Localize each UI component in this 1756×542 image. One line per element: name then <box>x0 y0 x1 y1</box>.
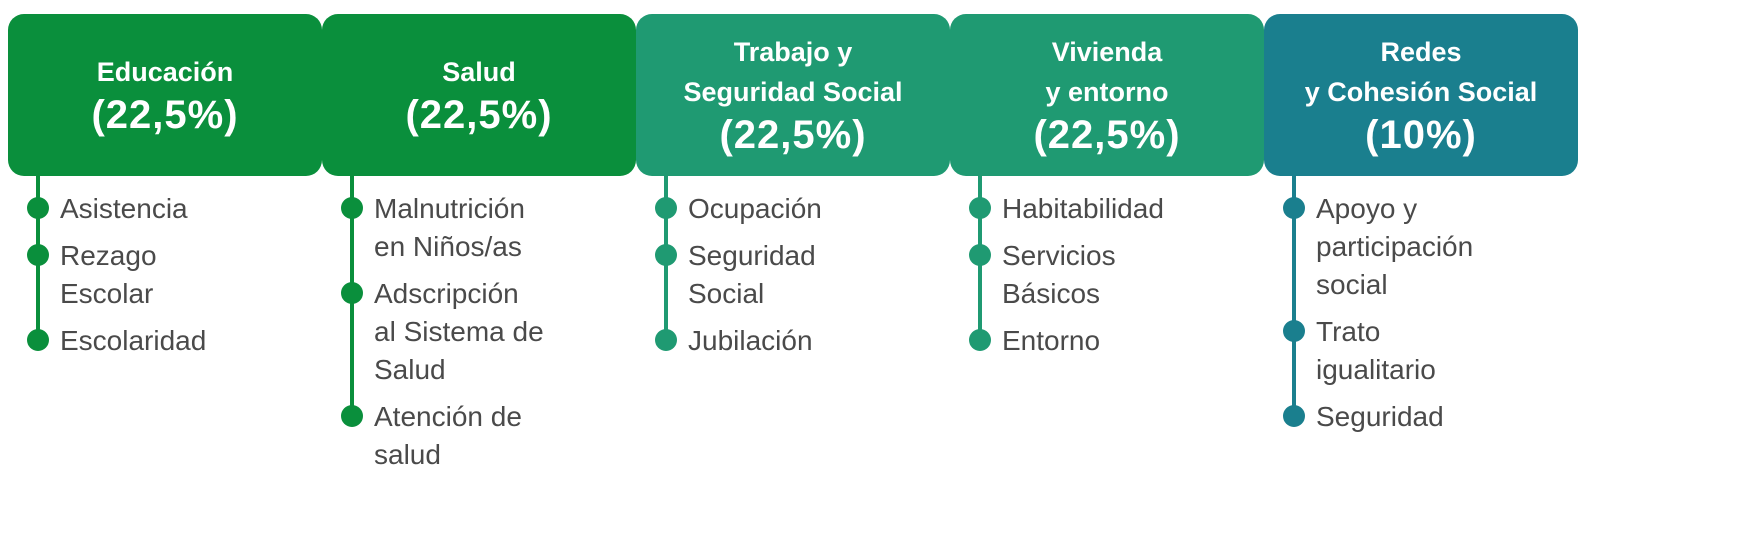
indicator-item: Seguridad <box>1264 398 1584 436</box>
bullet-dot <box>341 197 363 219</box>
indicator-label: Servicios Básicos <box>1002 240 1116 309</box>
bullet-dot <box>655 244 677 266</box>
indicator-label: Seguridad Social <box>688 240 816 309</box>
bullet-dot <box>1283 197 1305 219</box>
indicator-list: Habitabilidad Servicios Básicos Entorno <box>950 190 1270 369</box>
indicator-item: Habitabilidad <box>950 190 1270 228</box>
category-percent: (22,5%) <box>1033 113 1181 157</box>
category-percent: (22,5%) <box>719 113 867 157</box>
bullet-dot <box>655 329 677 351</box>
indicator-item: Seguridad Social <box>636 237 956 313</box>
indicator-item: Rezago Escolar <box>8 237 328 313</box>
bullet-dot <box>27 329 49 351</box>
indicator-label: Apoyo y participación social <box>1316 193 1474 300</box>
indicator-label: Asistencia <box>60 193 188 224</box>
indicator-label: Trato igualitario <box>1316 316 1436 385</box>
bullet-dot <box>655 197 677 219</box>
indicator-label: Jubilación <box>688 325 813 356</box>
category-title: Vivienda y entorno <box>1045 37 1169 107</box>
indicator-list: Ocupación Seguridad Social Jubilación <box>636 190 956 369</box>
indicator-label: Adscripción al Sistema de Salud <box>374 278 544 385</box>
category-vivienda: Vivienda y entorno (22,5%) Habitabilidad… <box>950 14 1270 534</box>
indicator-label: Seguridad <box>1316 401 1444 432</box>
indicator-item: Entorno <box>950 322 1270 360</box>
bullet-dot <box>969 197 991 219</box>
category-salud: Salud (22,5%) Malnutrición en Niños/as A… <box>322 14 642 534</box>
indicator-item: Escolaridad <box>8 322 328 360</box>
indicator-item: Trato igualitario <box>1264 313 1584 389</box>
category-header: Educación (22,5%) <box>8 14 322 176</box>
indicator-item: Malnutrición en Niños/as <box>322 190 642 266</box>
indicator-item: Asistencia <box>8 190 328 228</box>
category-redes: Redes y Cohesión Social (10%) Apoyo y pa… <box>1264 14 1584 534</box>
bullet-dot <box>27 197 49 219</box>
indicator-item: Ocupación <box>636 190 956 228</box>
indicator-label: Rezago Escolar <box>60 240 157 309</box>
category-title: Educación <box>96 57 234 87</box>
indicator-list: Asistencia Rezago Escolar Escolaridad <box>8 190 328 369</box>
indicator-item: Apoyo y participación social <box>1264 190 1584 304</box>
bullet-dot <box>27 244 49 266</box>
category-percent: (22,5%) <box>91 93 239 137</box>
category-header: Redes y Cohesión Social (10%) <box>1264 14 1578 176</box>
indicator-label: Entorno <box>1002 325 1101 356</box>
bullet-dot <box>1283 320 1305 342</box>
category-percent: (10%) <box>1365 113 1477 157</box>
indicator-list: Malnutrición en Niños/as Adscripción al … <box>322 190 642 483</box>
indicator-item: Atención de salud <box>322 398 642 474</box>
category-title: Trabajo y Seguridad Social <box>683 37 903 107</box>
category-header: Salud (22,5%) <box>322 14 636 176</box>
connector-line <box>1292 174 1296 412</box>
category-educacion: Educación (22,5%) Asistencia Rezago Esco… <box>8 14 328 534</box>
category-trabajo: Trabajo y Seguridad Social (22,5%) Ocupa… <box>636 14 956 534</box>
indicator-label: Escolaridad <box>60 325 207 356</box>
indicator-label: Ocupación <box>688 193 822 224</box>
indicator-item: Servicios Básicos <box>950 237 1270 313</box>
indicator-item: Adscripción al Sistema de Salud <box>322 275 642 389</box>
indicator-label: Malnutrición en Niños/as <box>374 193 525 262</box>
indicator-label: Habitabilidad <box>1002 193 1164 224</box>
category-title: Redes y Cohesión Social <box>1304 37 1538 107</box>
category-header: Trabajo y Seguridad Social (22,5%) <box>636 14 950 176</box>
bullet-dot <box>969 329 991 351</box>
bullet-dot <box>341 405 363 427</box>
category-percent: (22,5%) <box>405 93 553 137</box>
bullet-dot <box>969 244 991 266</box>
category-header: Vivienda y entorno (22,5%) <box>950 14 1264 176</box>
category-title: Salud <box>442 57 516 87</box>
indicator-label: Atención de salud <box>374 401 522 470</box>
indicator-item: Jubilación <box>636 322 956 360</box>
bullet-dot <box>341 282 363 304</box>
indicator-list: Apoyo y participación social Trato igual… <box>1264 190 1584 445</box>
bullet-dot <box>1283 405 1305 427</box>
